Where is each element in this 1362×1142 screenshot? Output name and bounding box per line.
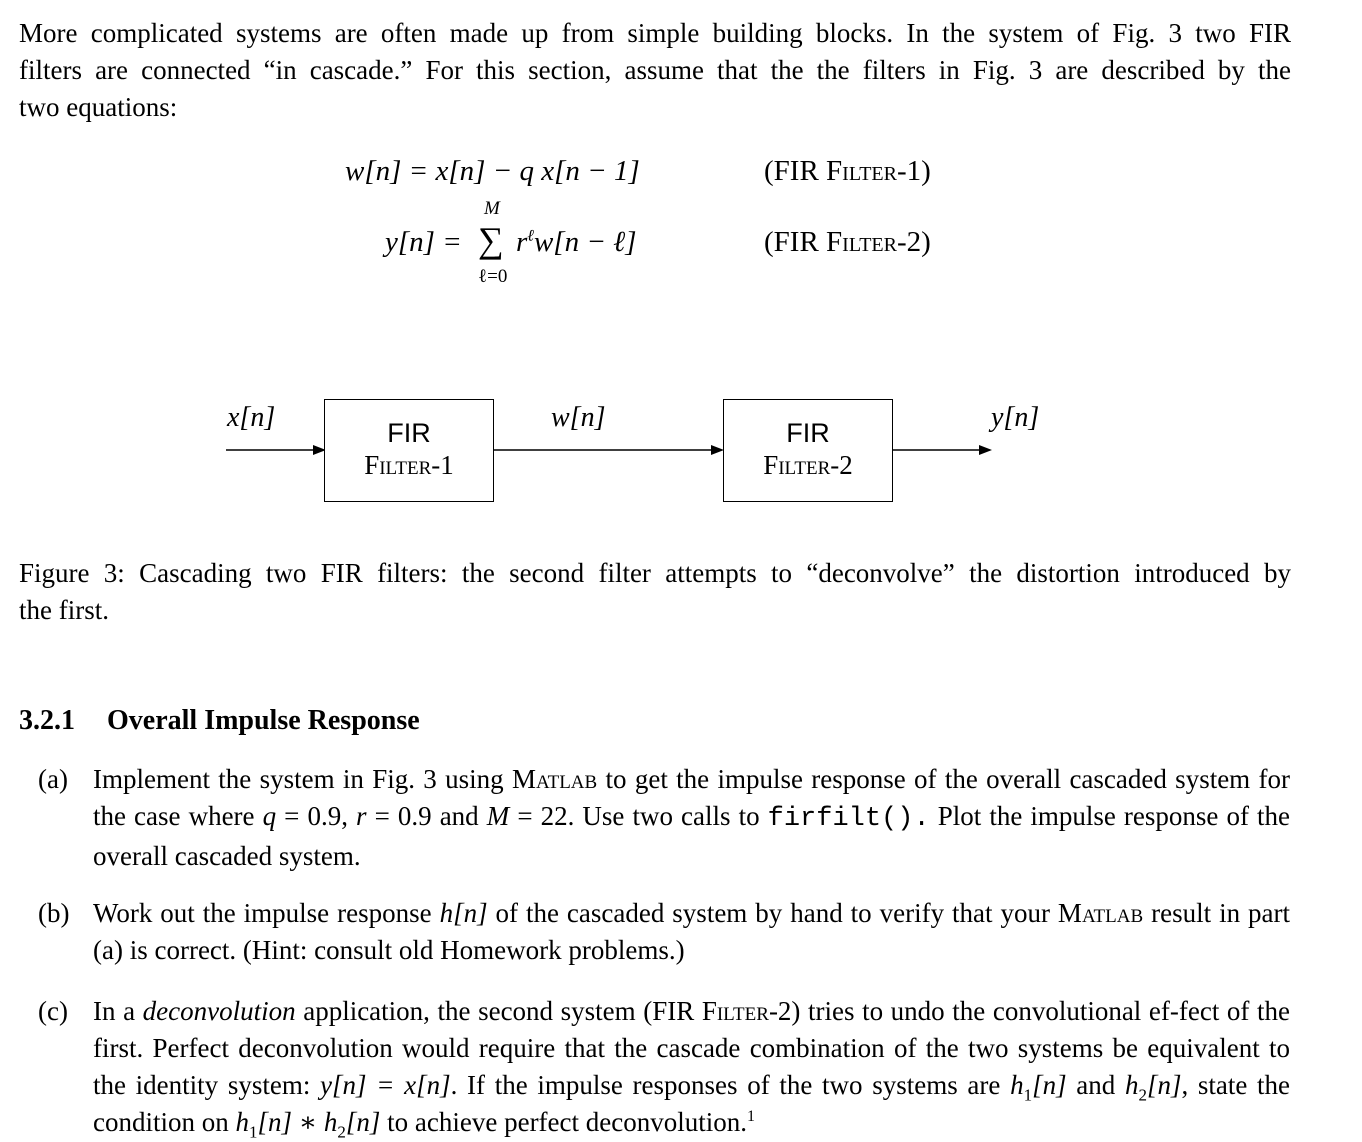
intro-line-2: filters are connected “in cascade.” For …: [19, 55, 1291, 85]
item-b: (b) Work out the impulse response h[n] o…: [38, 895, 1290, 969]
middle-signal-label: w[n]: [551, 402, 606, 433]
fir-filter-1-block: FIR Filter-1: [324, 399, 494, 502]
input-signal-label: x[n]: [227, 402, 276, 433]
input-arrow-head: [313, 445, 326, 455]
middle-arrow-head: [711, 445, 724, 455]
fir-filter-2-block: FIR Filter-2: [723, 399, 893, 502]
fir-filter-2-subtitle: Filter-2: [763, 450, 853, 480]
item-c-text: In a deconvolution application, the seco…: [93, 996, 1291, 1142]
section-number: 3.2.1: [19, 705, 75, 736]
equation-label-1: (FIR Filter-1): [764, 155, 931, 187]
sum-lower-limit: ℓ=0: [478, 266, 508, 287]
output-signal-label: y[n]: [991, 402, 1040, 433]
sum-upper-limit: M: [484, 198, 500, 219]
equation-fir-filter-2-lhs: y[n] =: [385, 226, 462, 258]
item-b-text: Work out the impulse response h[n] of th…: [93, 898, 1291, 965]
fir-filter-1-title: FIR: [387, 418, 431, 448]
fir-filter-2-title: FIR: [786, 418, 830, 448]
equation-fir-filter-1: w[n] = x[n] − q x[n − 1]: [345, 155, 640, 187]
section-title: Overall Impulse Response: [107, 705, 420, 736]
item-c-label: (c): [38, 996, 68, 1026]
intro-line-1: More complicated systems are often made …: [19, 18, 1291, 48]
firfilt-code: firfilt().: [767, 804, 930, 834]
figure-caption-line-2: the first.: [19, 595, 109, 625]
equation-fir-filter-2-rhs: rℓw[n − ℓ]: [516, 226, 637, 258]
output-arrow-head: [979, 445, 992, 455]
figure-caption-line-1: Figure 3: Cascading two FIR filters: the…: [19, 558, 1291, 588]
item-c: (c) In a deconvolution application, the …: [38, 993, 1290, 1141]
item-a-label: (a): [38, 764, 68, 794]
section-heading: 3.2.1 Overall Impulse Response: [19, 705, 420, 737]
item-a: (a) Implement the system in Fig. 3 using…: [38, 761, 1290, 875]
summation-symbol: ∑: [478, 220, 504, 260]
intro-line-3: two equations:: [19, 92, 178, 122]
fir-filter-1-subtitle: Filter-1: [364, 450, 454, 480]
item-a-text: Implement the system in Fig. 3 using Mat…: [93, 764, 1290, 871]
footnote-marker: 1: [747, 1108, 755, 1125]
item-b-label: (b): [38, 898, 70, 928]
equation-label-2: (FIR Filter-2): [764, 226, 931, 258]
